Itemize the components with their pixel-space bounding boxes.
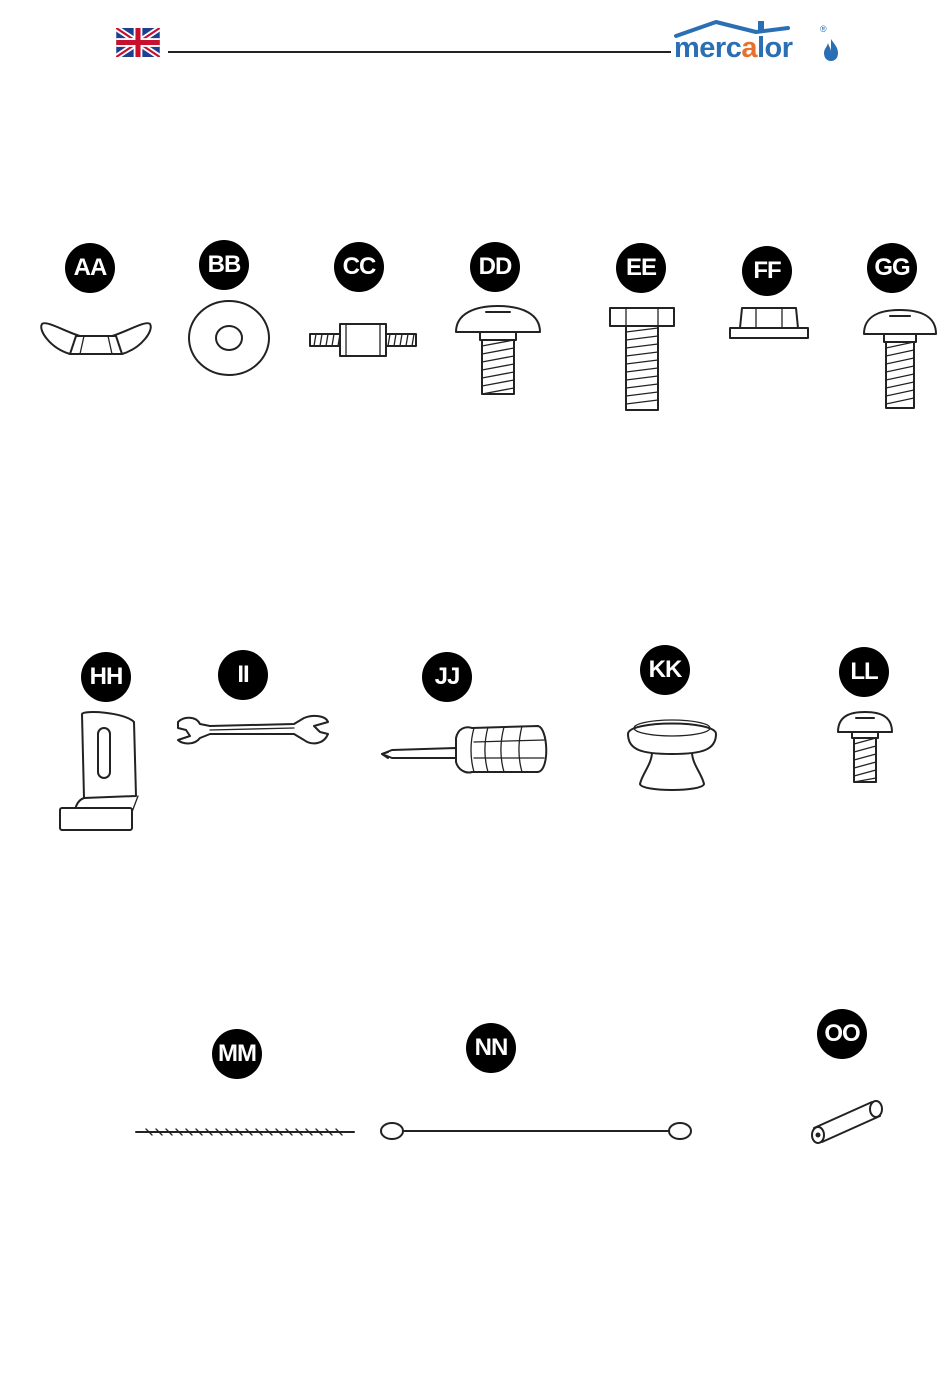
threaded-spacer-icon: [306, 320, 420, 360]
twisted-wire-icon: [134, 1124, 356, 1140]
flat-washer-icon: [186, 298, 272, 378]
part-label-ll: LL: [839, 647, 889, 697]
battery-icon: [808, 1094, 888, 1144]
wing-nut-icon: [36, 308, 156, 360]
part-label-gg: GG: [867, 243, 917, 293]
wire-loop-cable-icon: [376, 1118, 698, 1144]
header-rule: [168, 51, 671, 53]
brand-logo: mercalor ®: [668, 18, 844, 66]
brand-wordmark: mercalor: [674, 32, 793, 64]
part-label-kk: KK: [640, 645, 690, 695]
open-end-wrench-icon: [174, 712, 332, 752]
pan-head-screw-icon: [860, 304, 940, 414]
part-label-cc: CC: [334, 242, 384, 292]
pan-head-screw-icon: [450, 300, 546, 400]
part-label-oo: OO: [817, 1009, 867, 1059]
knob-icon: [622, 712, 722, 796]
part-label-ee: EE: [616, 243, 666, 293]
part-label-mm: MM: [212, 1029, 262, 1079]
part-label-aa: AA: [65, 243, 115, 293]
part-label-ii: II: [218, 650, 268, 700]
phillips-screwdriver-icon: [378, 712, 554, 784]
short-screw-icon: [834, 708, 896, 788]
registered-mark: ®: [820, 24, 827, 34]
part-label-dd: DD: [470, 242, 520, 292]
part-label-jj: JJ: [422, 652, 472, 702]
part-label-nn: NN: [466, 1023, 516, 1073]
uk-flag-icon: [116, 28, 160, 57]
flame-icon: [822, 38, 840, 62]
slotted-bracket-icon: [54, 708, 148, 836]
flange-nut-icon: [728, 304, 810, 342]
part-label-hh: HH: [81, 652, 131, 702]
part-label-bb: BB: [199, 240, 249, 290]
hex-bolt-icon: [606, 302, 678, 414]
part-label-ff: FF: [742, 246, 792, 296]
